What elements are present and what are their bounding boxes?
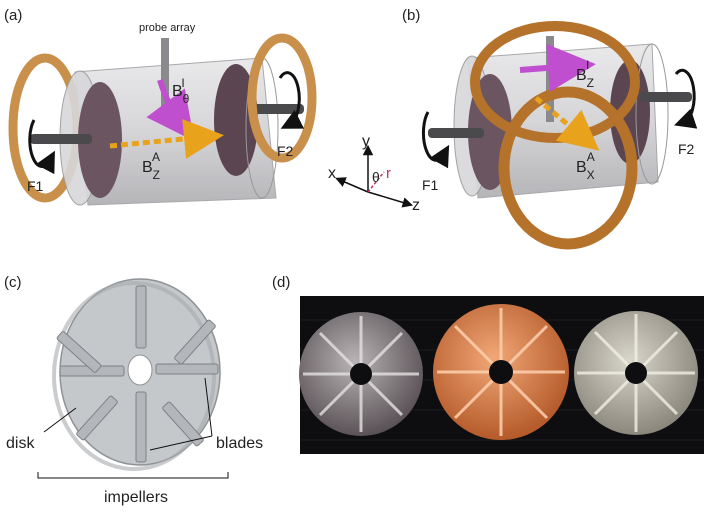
probe-array	[161, 38, 169, 110]
theta-axis-label: θ	[372, 169, 380, 185]
f2-label-a: F2	[277, 143, 294, 159]
blade	[76, 395, 118, 441]
panel-d-label: (d)	[272, 274, 290, 291]
upper-coil-b	[470, 21, 640, 143]
panel-b-label: (b)	[402, 7, 420, 24]
shaft-left-b	[428, 128, 484, 138]
blade	[135, 285, 147, 349]
f1-label-a: F1	[27, 178, 44, 194]
y-axis-label: y	[362, 133, 370, 150]
panel-d: (d)	[272, 274, 704, 454]
impeller-photo-steel-2	[574, 311, 698, 435]
disk-leader	[43, 407, 77, 433]
impellers-label: impellers	[104, 489, 168, 506]
rotation-arrow-left-b	[421, 111, 450, 169]
b-theta-label: BθI	[172, 76, 190, 106]
rotation-arrow-right	[278, 71, 305, 129]
shaft-left	[30, 134, 92, 144]
x-axis-label: x	[328, 165, 336, 182]
right-coil	[247, 33, 317, 163]
rotation-arrow-right-b	[674, 68, 698, 129]
b-z-label-b: BZI	[576, 58, 594, 90]
coordinate-axes: y x z θ r	[328, 133, 420, 214]
panel-a-label: (a)	[4, 7, 22, 24]
b-z-label: BZA	[142, 150, 160, 182]
cylinder-right-end-b	[635, 43, 669, 185]
panel-c-label: (c)	[4, 274, 22, 291]
impeller-photo-copper	[433, 304, 569, 440]
f1-label-b: F1	[422, 177, 439, 193]
impeller-right-b	[610, 60, 650, 164]
blades-label: blades	[216, 435, 263, 452]
disk-center-hole	[127, 354, 153, 386]
panel-b: (b) BZI BXA F1 F2	[402, 7, 698, 250]
blades-group	[56, 285, 219, 463]
r-axis-label: r	[386, 165, 391, 182]
blades-leader-2	[204, 377, 213, 437]
blade	[174, 319, 216, 365]
b-theta-arrow	[146, 79, 195, 142]
blade	[162, 401, 204, 447]
x-axis	[335, 177, 369, 193]
impeller-left	[78, 82, 122, 198]
shaft-right-b	[640, 92, 692, 102]
b-z-arrow	[109, 118, 224, 159]
impeller-photo-steel	[299, 312, 423, 436]
lower-coil-b	[498, 86, 638, 250]
blade	[56, 331, 102, 373]
probe-array-label: probe array	[139, 22, 196, 34]
disk-edge	[52, 281, 216, 471]
f2-label-b: F2	[678, 141, 695, 157]
rotation-arrow-left	[28, 119, 55, 175]
blade	[155, 363, 219, 375]
r-axis	[367, 171, 385, 193]
blades-leader-1	[149, 435, 213, 451]
z-axis	[367, 191, 414, 208]
z-axis-label: z	[412, 197, 420, 214]
b-x-label: BXA	[576, 150, 595, 182]
b-z-arrow-b	[519, 43, 596, 92]
disk-label: disk	[6, 435, 35, 452]
panel-a: (a) probe array BθI BZA F1 F2	[4, 7, 317, 206]
panel-c: (c) disk blades impellers	[4, 274, 263, 506]
blade	[135, 391, 147, 463]
impellers-bracket	[37, 472, 229, 479]
